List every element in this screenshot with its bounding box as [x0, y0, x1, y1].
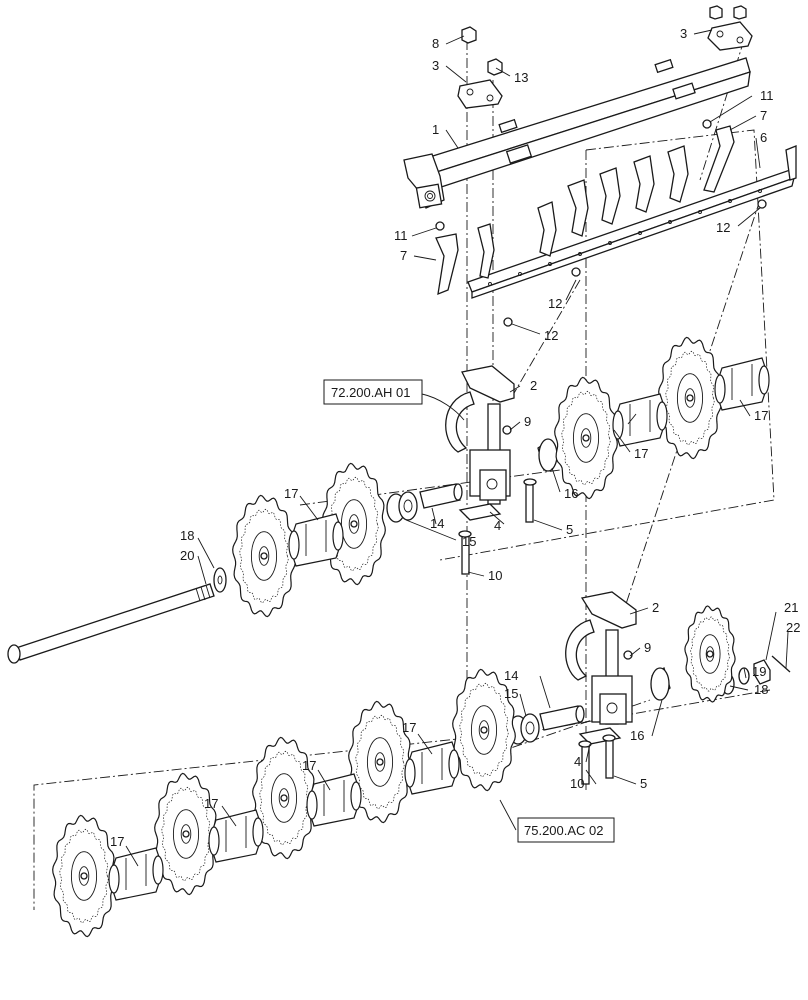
- callout-7b: 7: [760, 108, 767, 123]
- callout-17f: 17: [204, 796, 218, 811]
- callout-17d: 17: [402, 720, 416, 735]
- scraper-arm-left: [435, 233, 459, 296]
- callout-18: 18: [180, 528, 194, 543]
- callout-19: 19: [752, 664, 766, 679]
- callout-5b: 5: [640, 776, 647, 791]
- callout-8: 8: [432, 36, 439, 51]
- callout-4: 4: [494, 518, 501, 533]
- clamp-plate-left: [457, 79, 503, 109]
- callout-9b: 9: [644, 640, 651, 655]
- callout-17b: 17: [634, 446, 648, 461]
- callout-15b: 15: [504, 686, 518, 701]
- disc-blade: [322, 462, 386, 586]
- callout-11b: 11: [760, 88, 774, 103]
- bearings: [386, 438, 671, 745]
- leader-lines: [125, 29, 789, 867]
- hex-nuts: [461, 5, 747, 76]
- callout-10b: 10: [570, 776, 584, 791]
- disc-blade: [554, 376, 618, 500]
- carriage-bolts: [458, 478, 616, 785]
- disc-blade: [232, 494, 296, 618]
- callout-12: 12: [716, 220, 730, 235]
- callout-18b: 18: [754, 682, 768, 697]
- lower-bearing-hanger: [565, 591, 637, 745]
- callout-17e: 17: [302, 758, 316, 773]
- callout-10: 10: [488, 568, 502, 583]
- spool: [612, 393, 668, 447]
- callout-14b: 14: [504, 668, 518, 683]
- disc-blade: [154, 772, 218, 896]
- spool: [306, 773, 362, 827]
- callout-21: 21: [784, 600, 798, 615]
- gang-axle: [7, 567, 227, 664]
- disc-blades: [52, 336, 736, 938]
- callout-13: 13: [514, 70, 528, 85]
- disc-blade: [658, 336, 722, 460]
- reference-lower-gang-text: 75.200.AC 02: [524, 823, 604, 838]
- callout-2: 2: [530, 378, 537, 393]
- callout-22: 22: [786, 620, 800, 635]
- spool: [404, 741, 460, 795]
- disc-blade: [452, 668, 516, 792]
- disc-blade: [684, 605, 736, 703]
- callout-11: 11: [394, 228, 408, 243]
- callout-16: 16: [564, 486, 578, 501]
- clamp-plate-right: [707, 21, 753, 51]
- callout-17a: 17: [754, 408, 768, 423]
- reference-upper-gang: 72.200.AH 01: [323, 379, 423, 405]
- callout-2b: 2: [652, 600, 659, 615]
- callout-1: 1: [432, 122, 439, 137]
- scraper-blades: [477, 145, 689, 279]
- spool: [108, 847, 164, 901]
- spacer-tubes: [419, 483, 585, 731]
- callout-3b: 3: [680, 26, 687, 41]
- callout-5: 5: [566, 522, 573, 537]
- callout-20: 20: [180, 548, 194, 563]
- spool: [714, 357, 770, 411]
- reference-upper-gang-text: 72.200.AH 01: [331, 385, 411, 400]
- callout-6: 6: [760, 130, 767, 145]
- callout-17g: 17: [110, 834, 124, 849]
- disc-blade: [52, 814, 116, 938]
- small-bolts: [435, 119, 767, 327]
- callout-9: 9: [524, 414, 531, 429]
- disc-blade: [348, 700, 412, 824]
- callout-12b: 12: [548, 296, 562, 311]
- callout-3: 3: [432, 58, 439, 73]
- callout-4b: 4: [574, 754, 581, 769]
- callout-7: 7: [400, 248, 407, 263]
- scraper-bar: [467, 145, 797, 299]
- frame-bar: [403, 57, 751, 209]
- callout-15: 15: [462, 534, 476, 549]
- scraper-arm-right: [703, 125, 735, 193]
- callout-labels: 1 2 2 3 3 4 4 5 5 6 7 7 8 9 9 10 10 11 1…: [110, 26, 800, 849]
- spool: [288, 513, 344, 567]
- reference-lower-gang: 75.200.AC 02: [517, 817, 615, 843]
- spool: [208, 809, 264, 863]
- upper-bearing-hanger: [445, 365, 515, 521]
- disc-blade: [252, 736, 316, 860]
- callout-14: 14: [430, 516, 444, 531]
- callout-17c: 17: [284, 486, 298, 501]
- callout-12c: 12: [544, 328, 558, 343]
- callout-16b: 16: [630, 728, 644, 743]
